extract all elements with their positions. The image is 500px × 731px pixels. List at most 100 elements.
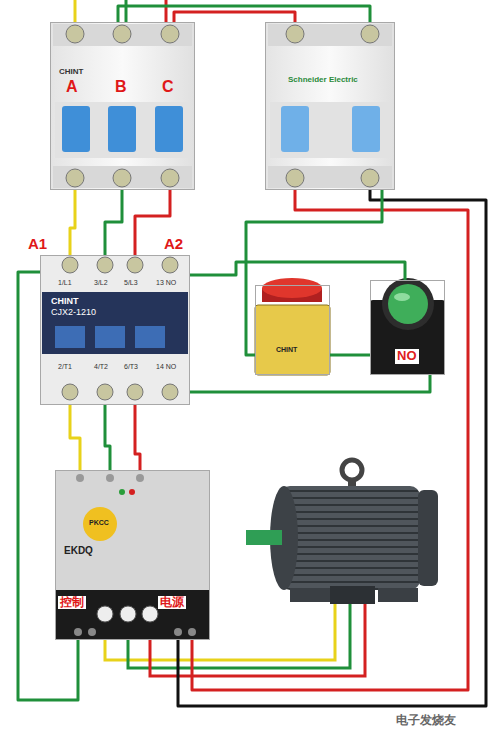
motor-wires: [105, 604, 335, 660]
motor-protector-body: [136, 474, 144, 482]
breaker-3p-body: [53, 166, 192, 188]
motor-protector-body: [55, 590, 210, 640]
breaker-3p-body: [161, 25, 179, 43]
breaker-2p-body: [286, 169, 304, 187]
contactor-body: [97, 257, 113, 273]
motor-protector-body: [55, 470, 210, 640]
motor-wires: [105, 604, 365, 676]
breaker-2p-body: [265, 22, 395, 190]
contactor-body: [62, 257, 78, 273]
terminal-label: 3/L2: [94, 279, 108, 287]
terminal-group-label: 电源: [158, 596, 186, 609]
phase-label: B: [115, 78, 127, 96]
motor-wires: [128, 604, 350, 668]
contactor-body: [127, 257, 143, 273]
breaker-2p-body: [286, 25, 304, 43]
motor: [246, 460, 438, 604]
terminal-group-label: 控制: [58, 596, 86, 609]
contactor: CHINTCJX2-1210: [40, 255, 190, 405]
breaker-2p-body: [352, 106, 380, 152]
node-text: CJX2-1210: [51, 307, 96, 317]
terminal-label: 1/L1: [58, 279, 72, 287]
coil-terminal-label: A1: [28, 236, 47, 253]
terminal-label: 13 NO: [156, 279, 176, 287]
breaker-3p-body: [66, 25, 84, 43]
motor-protector-body: [76, 474, 84, 482]
node-text: CHINT: [59, 67, 83, 76]
motor: [330, 586, 375, 604]
motor-protector-body: [174, 628, 182, 636]
motor-protector-body: [83, 507, 117, 541]
wire: [18, 272, 78, 700]
contactor-body: [162, 257, 178, 273]
motor-protector-body: [129, 489, 135, 495]
node-text: CHINT: [51, 296, 79, 306]
motor: [280, 486, 420, 590]
node-text: Schneider Electric: [288, 75, 358, 84]
phase-label: C: [162, 78, 174, 96]
wire: [105, 190, 122, 255]
wire: [174, 12, 295, 22]
contactor-body: [135, 326, 165, 348]
wire: [135, 405, 140, 470]
motor: [418, 490, 438, 586]
motor-protector-body: [188, 628, 196, 636]
coil-terminal-label: A2: [164, 236, 183, 253]
motor-protector-body: [97, 606, 113, 622]
start-button-body: [370, 278, 445, 375]
breaker-3p-body: [62, 106, 90, 152]
contactor-body: [55, 326, 85, 348]
terminal-label: 14 NO: [156, 363, 176, 371]
breaker-2p-body: [361, 169, 379, 187]
motor-protector-body: [55, 470, 210, 592]
start-button-body: [394, 293, 410, 301]
wire: [246, 190, 382, 355]
motor: [378, 588, 418, 602]
stop-button-body: [255, 305, 330, 375]
motor-protector-body: [142, 606, 158, 622]
contactor-body: [97, 384, 113, 400]
breaker-3p-body: [50, 22, 195, 190]
motor-protector: PKCCEKDQ: [55, 470, 210, 640]
contactor-body: [40, 255, 190, 405]
node-text: CHINT: [276, 346, 297, 354]
stop-button: CHINT: [255, 285, 330, 375]
phase-label: A: [66, 78, 78, 96]
wire: [190, 375, 430, 392]
breaker-3p-body: [155, 106, 183, 152]
terminal-label: 6/T3: [124, 363, 138, 371]
breaker-3p-body: [53, 24, 192, 46]
wire: [178, 190, 486, 706]
motor: [342, 460, 362, 480]
breaker-2p-body: [268, 166, 392, 188]
breaker-3p-body: [161, 169, 179, 187]
wire: [70, 405, 80, 470]
breaker-3p-body: [108, 106, 136, 152]
contactor-body: [162, 384, 178, 400]
start-button-body: [382, 278, 434, 330]
breaker-2p-body: [361, 25, 379, 43]
breaker-2p-body: [265, 22, 395, 190]
watermark: 电子发烧友: [394, 714, 458, 727]
breaker-3p-body: [113, 169, 131, 187]
motor-protector-body: [120, 606, 136, 622]
motor-protector-body: [106, 474, 114, 482]
motor-protector-body: [88, 628, 96, 636]
wire: [190, 262, 405, 280]
stop-button-body: [255, 278, 330, 375]
node-text: EKDQ: [64, 545, 93, 557]
breaker-3p: CHINT: [50, 22, 195, 190]
motor-wires: [150, 604, 365, 676]
motor-protector-body: [74, 628, 82, 636]
wire: [105, 405, 110, 470]
breaker-2p-body: [270, 102, 390, 158]
breaker-3p-body: [55, 102, 190, 158]
breaker-2p: Schneider Electric: [265, 22, 395, 190]
motor: [246, 530, 282, 545]
contactor-body: [42, 292, 188, 354]
contactor-body: [95, 326, 125, 348]
terminal-label: 2/T1: [58, 363, 72, 371]
terminal-label: 4/T2: [94, 363, 108, 371]
